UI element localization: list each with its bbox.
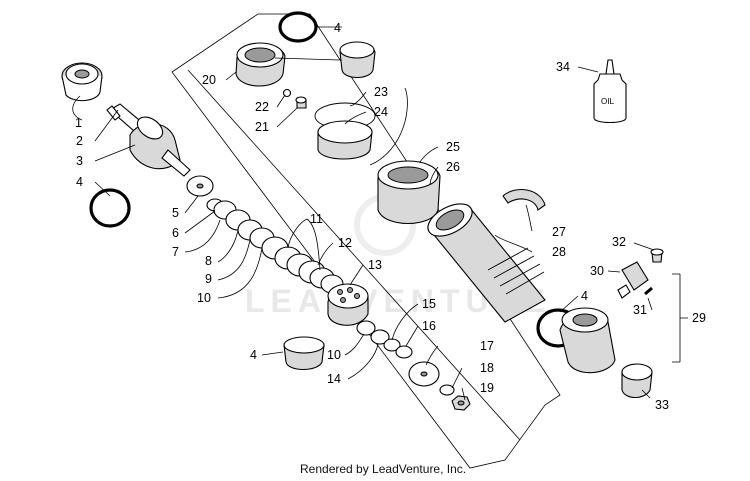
callout-6: 6	[172, 226, 179, 240]
callout-1: 1	[75, 116, 82, 130]
part-2-shock-shaft	[106, 103, 191, 177]
part-30-valve	[617, 261, 649, 299]
part-4-seal-top	[339, 41, 376, 79]
callout-2: 2	[76, 134, 83, 148]
part-1-bushing	[61, 62, 103, 102]
part-24-piston-bushing	[317, 120, 373, 160]
part-28-shock-body	[427, 203, 546, 323]
callout-28: 28	[552, 245, 566, 259]
bottle-label: OIL	[601, 97, 614, 106]
part-27-spring-clip	[502, 188, 546, 211]
callout-19: 19	[480, 381, 494, 395]
callout-12: 12	[338, 236, 352, 250]
reservoir-housing	[559, 307, 616, 374]
callout-18: 18	[480, 361, 494, 375]
render-credit: Rendered by LeadVenture, Inc.	[300, 462, 466, 476]
callout-22: 22	[255, 100, 269, 114]
part-4-wear-band	[283, 336, 325, 371]
callout-4-left: 4	[76, 175, 83, 189]
callout-4-top: 4	[334, 21, 341, 35]
callout-10-lower: 10	[327, 348, 341, 362]
part-34-oil-bottle: OIL	[593, 59, 627, 124]
part-19-nut	[451, 395, 471, 411]
callout-25: 25	[446, 140, 460, 154]
callout-20: 20	[202, 73, 216, 87]
callout-4-right: 4	[581, 289, 588, 303]
callout-31: 31	[633, 303, 647, 317]
callout-29: 29	[692, 311, 706, 325]
callout-9: 9	[205, 272, 212, 286]
callout-10-upper: 10	[197, 291, 211, 305]
callout-23: 23	[374, 85, 388, 99]
part-18-washer	[439, 384, 455, 396]
part-33-bushing	[621, 363, 653, 399]
callout-33: 33	[655, 398, 669, 412]
leader-lines	[72, 26, 688, 401]
callout-24: 24	[374, 105, 388, 119]
part-22-ball	[282, 88, 292, 98]
callout-27: 27	[552, 225, 566, 239]
part-32-screw	[650, 248, 664, 263]
callout-13: 13	[368, 258, 382, 272]
callout-30: 30	[590, 264, 604, 278]
part-31-o-ring	[644, 286, 653, 296]
callout-5: 5	[172, 206, 179, 220]
callout-3: 3	[76, 154, 83, 168]
callout-32: 32	[612, 235, 626, 249]
rebound-washers	[356, 320, 413, 359]
part-20-reservoir-cap	[235, 42, 286, 87]
callout-17: 17	[480, 339, 494, 353]
part-13-piston	[327, 283, 369, 326]
part-5-washer	[186, 175, 214, 197]
part-4-o-ring-top	[278, 11, 318, 43]
callout-labels: 1 2 3 4 5 6 7 8 9 10 11 12 13 4 10 14 15…	[75, 21, 706, 412]
part-21-screw	[295, 96, 307, 109]
callout-16: 16	[422, 319, 436, 333]
callout-7: 7	[172, 245, 179, 259]
callout-11: 11	[310, 212, 323, 226]
callout-15: 15	[422, 297, 436, 311]
part-25-adjuster-ring	[377, 160, 441, 225]
part-17-washer	[408, 361, 440, 387]
callout-4-band: 4	[250, 348, 257, 362]
callout-34: 34	[556, 60, 570, 74]
frame-mid-line	[187, 69, 521, 441]
callout-14: 14	[327, 372, 341, 386]
callout-21: 21	[255, 120, 269, 134]
callout-26: 26	[446, 160, 460, 174]
assembly-frame	[171, 13, 561, 469]
callout-8: 8	[205, 254, 212, 268]
part-4-o-ring-left	[89, 188, 131, 228]
